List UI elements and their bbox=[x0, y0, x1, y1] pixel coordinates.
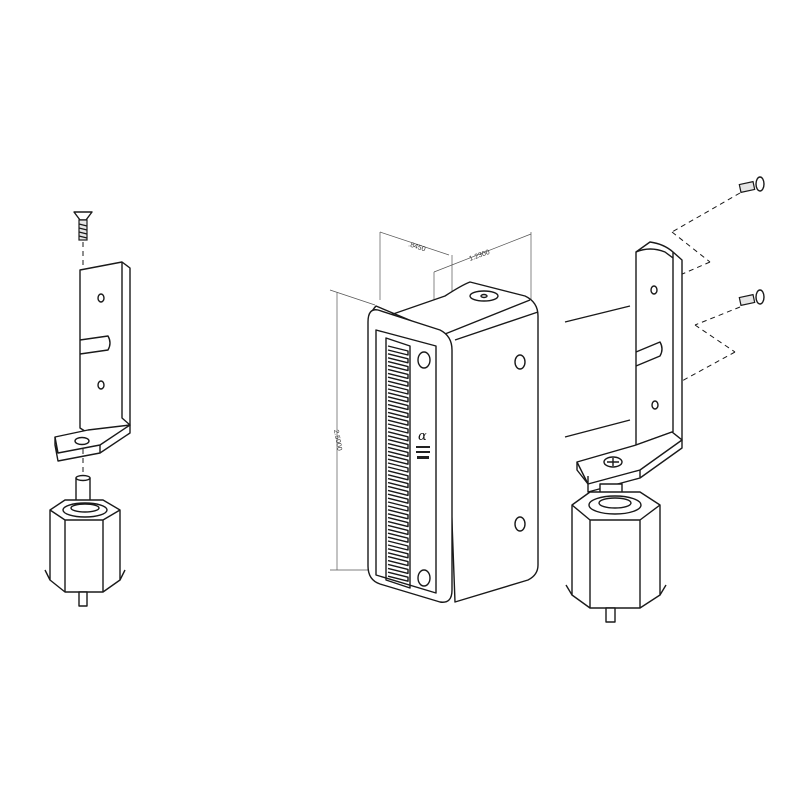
heatsink-fin bbox=[387, 392, 409, 403]
heatsink-fin bbox=[387, 360, 409, 372]
right-bracket bbox=[576, 241, 683, 493]
right-screw-bottom bbox=[738, 289, 765, 307]
heatsink-fin bbox=[387, 493, 409, 504]
side-hole-bottom bbox=[514, 516, 526, 532]
heatsink-fin bbox=[387, 516, 409, 528]
heatsink-fin bbox=[387, 438, 409, 450]
heatsink-fin bbox=[387, 509, 409, 520]
left-screw bbox=[73, 211, 93, 241]
alpha-logo: α bbox=[416, 429, 430, 459]
heatsink-fin bbox=[387, 548, 409, 559]
heatsink-fins bbox=[387, 345, 409, 582]
heatsink-fin bbox=[387, 454, 409, 465]
front-hole-top bbox=[417, 351, 431, 369]
heatsink-fin bbox=[387, 485, 409, 497]
heatsink-fin bbox=[387, 470, 409, 481]
alignment-lines bbox=[564, 305, 631, 438]
width-dimension-label: 1.2300 bbox=[468, 249, 491, 263]
heatsink-fin bbox=[387, 423, 409, 434]
right-screw-top bbox=[738, 176, 765, 194]
depth-dimension-label: .8450 bbox=[407, 241, 426, 253]
front-hole-bottom bbox=[417, 569, 431, 587]
heatsink-fin bbox=[387, 384, 409, 395]
heatsink-fin bbox=[387, 345, 409, 356]
side-hole-top bbox=[514, 354, 526, 370]
heatsink-fin bbox=[387, 353, 409, 364]
heatsink-fin bbox=[387, 540, 409, 551]
left-assembly bbox=[44, 211, 131, 607]
heatsink-fin bbox=[387, 563, 409, 575]
heatsink-fin bbox=[387, 532, 409, 543]
height-dimension-label: 2.5000 bbox=[332, 429, 343, 451]
left-base bbox=[44, 474, 126, 607]
heatsink-fin bbox=[387, 407, 409, 419]
heatsink-fin bbox=[387, 555, 409, 567]
left-bracket bbox=[54, 261, 131, 462]
width-dimension-line bbox=[433, 233, 532, 273]
heatsink-fin bbox=[387, 446, 409, 458]
heatsink-fin bbox=[387, 462, 409, 473]
heatsink-fin bbox=[387, 477, 409, 489]
right-assembly bbox=[564, 176, 765, 623]
heatsink-fin bbox=[387, 571, 409, 582]
enclosure-box: .8450 1.2300 2.5000 α bbox=[329, 231, 539, 603]
heatsink-fin bbox=[387, 376, 409, 387]
heatsink-fin bbox=[387, 431, 409, 442]
heatsink-fin bbox=[387, 524, 409, 536]
height-dimension-line bbox=[329, 289, 376, 571]
svg-text:α: α bbox=[418, 429, 427, 444]
heatsink-fin bbox=[387, 501, 409, 512]
heatsink-fin bbox=[387, 368, 409, 380]
heatsink-fin bbox=[387, 399, 409, 411]
depth-dimension-line bbox=[379, 231, 450, 256]
right-base bbox=[565, 483, 667, 623]
top-screw-hole bbox=[469, 290, 499, 302]
heatsink-fin bbox=[387, 415, 409, 426]
